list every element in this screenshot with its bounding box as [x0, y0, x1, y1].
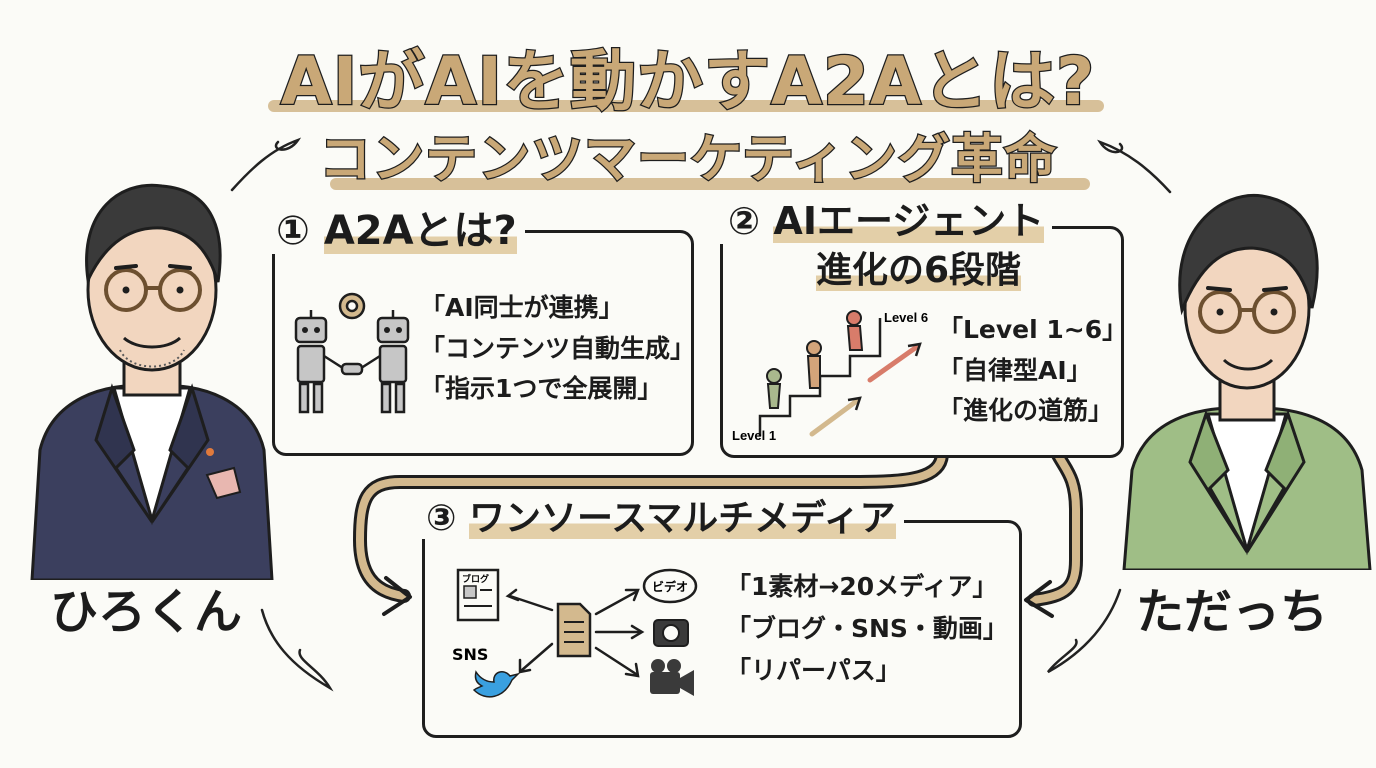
person-left-illustration	[30, 183, 274, 580]
section2-bullet: 「Level 1~6」	[938, 315, 1128, 344]
section3-bullet: 「1素材→20メディア」	[726, 572, 998, 601]
bird-icon	[472, 670, 521, 698]
video-label: ビデオ	[652, 579, 688, 594]
section2-bullets: 「Level 1~6」 「自律型AI」 「進化の道筋」	[938, 310, 1127, 432]
section1-bullet: 「指示1つで全展開」	[420, 374, 663, 403]
section3-box	[422, 520, 1022, 738]
section1-title-text: A2Aとは?	[323, 208, 517, 254]
video-camera-icon	[650, 672, 680, 694]
section1-bullet: 「AI同士が連携」	[420, 293, 624, 322]
section3-bullet: 「ブログ・SNS・動画」	[726, 614, 1008, 643]
section3-title: ③ ワンソースマルチメディア	[418, 498, 904, 540]
section1-bullet: 「コンテンツ自動生成」	[420, 333, 696, 363]
robots-handshake-icon	[294, 292, 410, 414]
section2-title-line1: AIエージェント	[773, 199, 1045, 243]
document-icon	[556, 602, 592, 658]
main-title: AIがAIを動かすA2Aとは?	[279, 42, 1096, 122]
section2-bullet: 「進化の道筋」	[938, 396, 1114, 425]
section1-title: ① A2Aとは?	[268, 208, 525, 254]
speech-bubble-icon	[642, 568, 698, 604]
person-right-illustration	[1122, 193, 1372, 570]
sub-title: コンテンツマーケティング革命	[318, 129, 1057, 192]
title-underline-1	[268, 100, 1104, 112]
section1-box	[272, 230, 694, 456]
level-1-label: Level 1	[732, 428, 776, 443]
blog-label: ブログ	[462, 573, 489, 585]
right-person-name: ただっち	[1136, 584, 1329, 640]
section2-title-line2: 進化の6段階	[816, 250, 1022, 291]
section2-bullet: 「自律型AI」	[938, 355, 1092, 385]
section3-number: ③	[426, 498, 457, 539]
section2-title-2: 進化の6段階	[808, 250, 1030, 292]
sns-label: SNS	[452, 645, 488, 664]
multimedia-flow-icon: ブログ SNS ビデオ	[452, 568, 698, 698]
left-person-name: ひろくん	[50, 584, 243, 640]
title-underline-2	[330, 178, 1090, 190]
section3-bullet: 「リパーパス」	[726, 656, 901, 685]
evolution-stairs-icon: Level 1 Level 6	[732, 310, 928, 443]
section1-bullets: 「AI同士が連携」 「コンテンツ自動生成」 「指示1つで全展開」	[420, 288, 695, 410]
section3-title-text: ワンソースマルチメディア	[469, 498, 896, 539]
section2-number: ②	[728, 199, 761, 243]
level-6-label: Level 6	[884, 310, 928, 325]
section1-number: ①	[276, 208, 310, 254]
section2-title: ② AIエージェント	[720, 199, 1053, 244]
section3-bullets: 「1素材→20メディア」 「ブログ・SNS・動画」 「リパーパス」	[726, 566, 1008, 692]
